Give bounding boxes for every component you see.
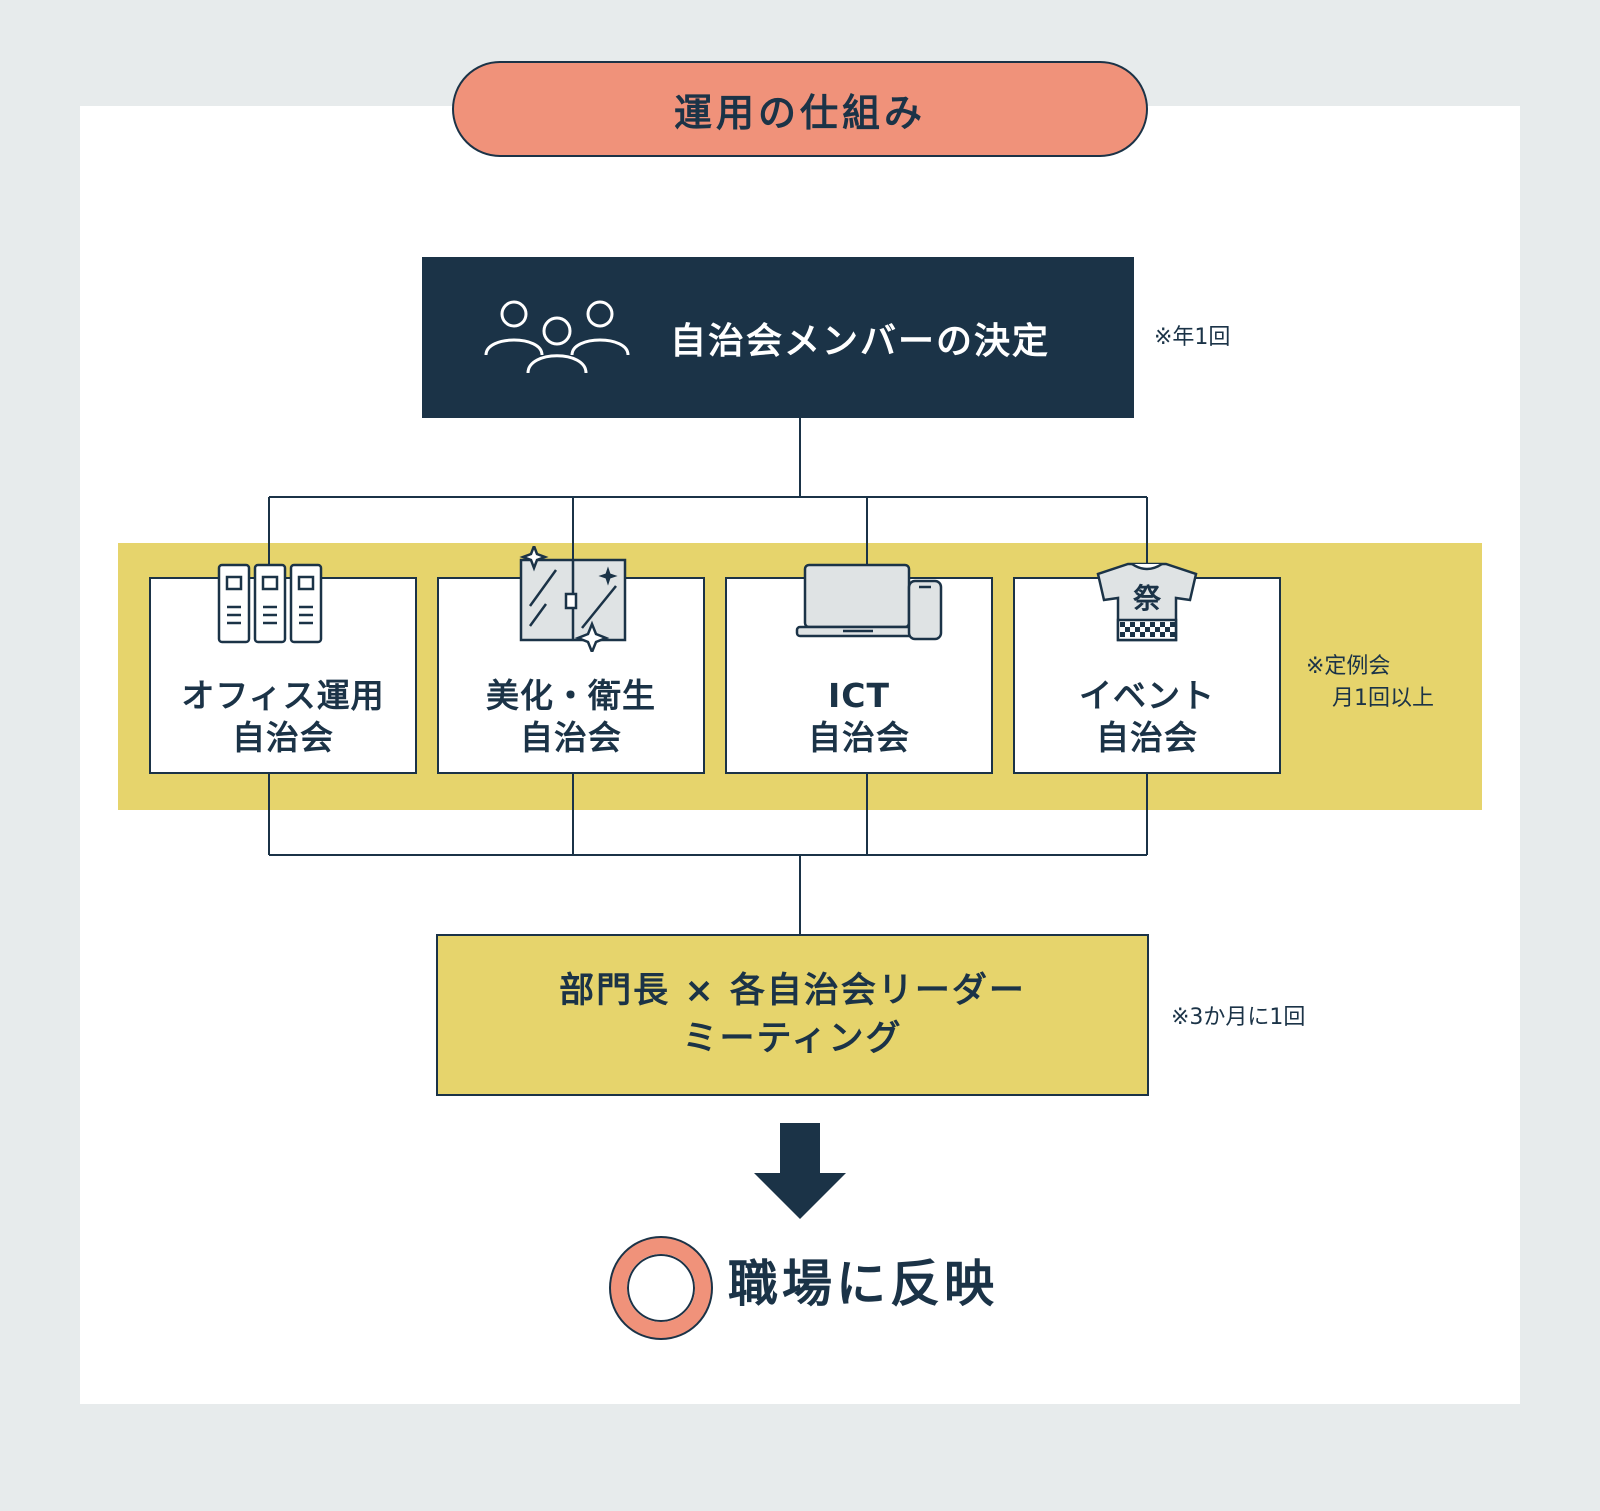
- meeting-line-2: ミーティング: [682, 1019, 903, 1059]
- festival-happi-icon: 祭: [1096, 562, 1198, 642]
- committee-label: 美化・衛生 自治会: [486, 676, 656, 757]
- committee-label: イベント 自治会: [1079, 676, 1215, 757]
- meeting-line-1: 部門長 × 各自治会リーダー: [559, 971, 1026, 1011]
- regular-meeting-note: ※定例会 月1回以上: [1306, 654, 1434, 711]
- diagram-title: 運用の仕組み: [452, 61, 1148, 157]
- binders-icon: [217, 563, 323, 644]
- member-decision-box: 自治会メンバーの決定: [422, 257, 1134, 418]
- committee-label: ICT 自治会: [808, 676, 910, 757]
- member-decision-label: 自治会メンバーの決定: [670, 320, 1051, 362]
- circle-mark-icon: [611, 1238, 711, 1338]
- leader-meeting-box: 部門長 × 各自治会リーダー ミーティング: [436, 934, 1149, 1096]
- result-label: 職場に反映: [728, 1255, 998, 1313]
- festival-kanji: 祭: [1133, 582, 1162, 615]
- people-group-icon: [484, 300, 630, 374]
- annual-note: ※年1回: [1154, 325, 1231, 350]
- down-arrow-icon: [754, 1123, 846, 1219]
- laptop-phone-icon: [795, 563, 943, 641]
- clean-window-icon: [519, 546, 627, 652]
- committee-label: オフィス運用 自治会: [181, 676, 385, 757]
- quarterly-note: ※3か月に1回: [1171, 1005, 1306, 1030]
- committee-office: オフィス運用 自治会: [149, 577, 417, 774]
